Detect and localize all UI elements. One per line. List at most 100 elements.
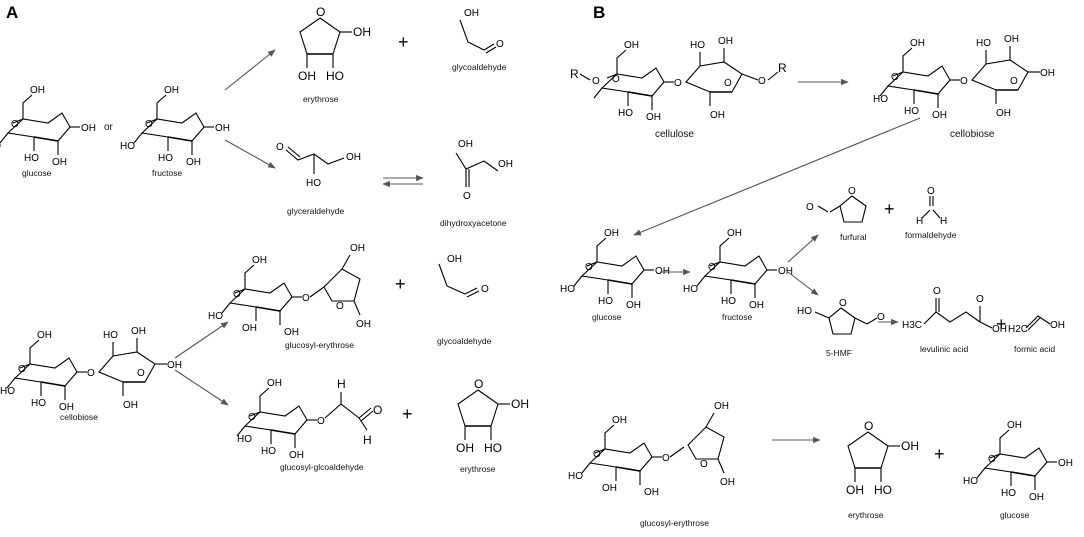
svg-text:OH: OH (59, 402, 74, 413)
svg-text:OH: OH (846, 483, 864, 497)
svg-text:OH: OH (456, 441, 474, 455)
plus-4: + (884, 199, 895, 219)
svg-text:HO: HO (306, 178, 321, 189)
svg-text:OH: OH (710, 110, 725, 121)
svg-text:O: O (233, 289, 241, 300)
svg-text:HO: HO (24, 153, 39, 164)
svg-text:O: O (592, 76, 600, 87)
svg-text:O: O (988, 454, 996, 465)
svg-text:HO: HO (261, 446, 276, 457)
svg-text:O: O (724, 78, 732, 89)
svg-text:OH: OH (718, 36, 733, 47)
fructose-structure-b: OH O HO HO OH OH (683, 228, 793, 311)
svg-text:HO: HO (158, 153, 173, 164)
svg-text:O: O (481, 284, 489, 295)
erythrose-structure-top: O OH HO OH (298, 5, 371, 83)
svg-text:O: O (927, 186, 935, 197)
svg-text:O: O (839, 298, 847, 309)
svg-text:OH: OH (992, 324, 1007, 335)
svg-text:O: O (1010, 76, 1018, 87)
svg-text:OH: OH (131, 326, 146, 337)
svg-text:O: O (674, 78, 682, 89)
svg-text:OH: OH (1058, 458, 1073, 469)
svg-text:HO: HO (963, 476, 978, 487)
formaldehyde-label: formaldehyde (905, 230, 957, 240)
svg-text:H: H (363, 433, 372, 447)
svg-text:OH: OH (511, 397, 529, 411)
erythrose-label-bottom: erythrose (460, 464, 496, 474)
svg-text:OH: OH (164, 85, 179, 96)
svg-text:O: O (585, 262, 593, 273)
svg-text:O: O (700, 459, 708, 470)
svg-text:OH: OH (350, 243, 365, 254)
svg-text:O: O (463, 191, 471, 202)
svg-text:OH: OH (356, 319, 371, 330)
svg-text:O: O (276, 142, 284, 153)
svg-text:HO: HO (873, 94, 888, 105)
or-label: or (104, 122, 114, 133)
svg-text:OH: OH (624, 40, 639, 51)
svg-text:O: O (593, 449, 601, 460)
svg-text:OH: OH (714, 401, 729, 412)
hmf-label: 5-HMF (826, 348, 852, 358)
svg-text:OH: OH (626, 300, 641, 311)
svg-text:OH: OH (458, 139, 473, 150)
arrow-to-glucosyl-erythrose (174, 321, 229, 359)
svg-text:HO: HO (103, 330, 118, 341)
cellulose-label: cellulose (655, 129, 694, 140)
glucose-label-bottom-b: glucose (1000, 510, 1030, 520)
svg-text:O: O (145, 119, 153, 130)
svg-text:O: O (891, 72, 899, 83)
cellobiose-label-b: cellobiose (950, 129, 995, 140)
svg-text:HO: HO (208, 311, 223, 322)
glucose-structure-a: OH O HO HO OH OH (0, 85, 96, 168)
formic-acid-label: formic acid (1014, 344, 1055, 354)
svg-text:O: O (662, 453, 670, 464)
glycoaldehyde-label-mid: glycoaldehyde (437, 336, 492, 346)
svg-text:OH: OH (242, 323, 257, 334)
svg-text:R: R (778, 61, 787, 75)
svg-text:OH: OH (727, 228, 742, 239)
plus-1: + (398, 32, 409, 52)
svg-text:HO: HO (0, 141, 1, 152)
svg-text:H: H (916, 216, 923, 227)
svg-text:OH: OH (1007, 420, 1022, 431)
arrow-cellobiose-to-glucose (633, 117, 921, 236)
erythrose-structure-bottom: O OH HO OH (456, 377, 529, 455)
panel-b-letter: B (593, 3, 605, 22)
furfural-label: furfural (840, 232, 867, 242)
svg-text:OH: OH (901, 439, 919, 453)
svg-text:OH: OH (778, 266, 793, 277)
svg-text:HO: HO (326, 69, 344, 83)
svg-text:OH: OH (123, 400, 138, 411)
svg-text:O: O (758, 76, 766, 87)
svg-text:R: R (570, 67, 579, 81)
levulinic-acid-label: levulinic acid (920, 344, 968, 354)
svg-text:OH: OH (30, 85, 45, 96)
svg-text:HO: HO (598, 296, 613, 307)
svg-text:OH: OH (464, 8, 479, 19)
glucosyl-erythrose-structure-a: OH O HO OH OH O OH O OH (208, 243, 371, 338)
cellulose-structure: R O OH O HO OH O HO OH O O OH R (570, 36, 787, 123)
svg-text:O: O (960, 76, 968, 87)
svg-text:O: O (496, 39, 504, 50)
glucose-label-b: glucose (592, 312, 622, 322)
svg-text:OH: OH (37, 330, 52, 341)
svg-text:O: O (316, 5, 325, 19)
svg-text:OH: OH (289, 450, 304, 461)
plus-5: + (996, 314, 1007, 334)
svg-text:O: O (317, 416, 325, 427)
fructose-label-b: fructose (722, 312, 753, 322)
svg-text:H: H (337, 377, 346, 391)
svg-text:O: O (474, 377, 483, 391)
svg-text:O: O (612, 74, 620, 85)
svg-text:OH: OH (1040, 68, 1055, 79)
svg-text:HO: HO (31, 398, 46, 409)
svg-text:HO: HO (721, 296, 736, 307)
svg-text:O: O (11, 119, 19, 130)
glucosyl-erythrose-label-b: glucosyl-erythrose (640, 518, 709, 528)
arrow-to-glucosyl-glcoaldehyde (174, 369, 229, 406)
erythrose-structure-b: O OH HO OH (846, 419, 919, 497)
svg-text:OH: OH (346, 152, 361, 163)
svg-text:HO: HO (237, 434, 252, 445)
